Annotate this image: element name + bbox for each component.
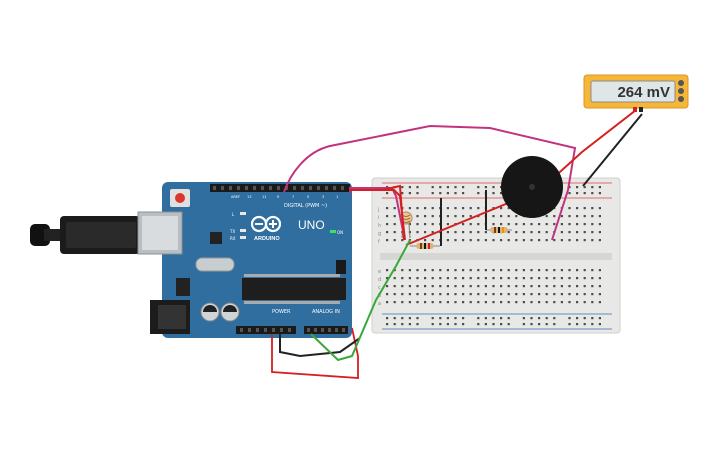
wire-red-multimeter[interactable]	[405, 109, 637, 246]
svg-text:g: g	[378, 231, 381, 237]
multimeter[interactable]: 264 mV	[583, 74, 689, 112]
regulator-chip	[176, 278, 190, 296]
multimeter-screen	[590, 80, 676, 103]
led-on	[330, 230, 336, 233]
led-l	[240, 212, 246, 215]
analog-header[interactable]	[304, 326, 348, 334]
wire-green-analog[interactable]	[310, 239, 411, 362]
resistor-2[interactable]	[486, 227, 512, 233]
svg-text:a: a	[378, 301, 381, 307]
svg-text:L: L	[232, 212, 235, 217]
crystal-oscillator	[195, 257, 235, 272]
analog-label: ANALOG IN	[312, 309, 340, 315]
svg-text:c: c	[378, 285, 381, 291]
digital-label: DIGITAL (PWM ~)	[284, 203, 327, 209]
row-labels: j i h g f e d c b a	[377, 207, 381, 307]
multimeter-probe-negative[interactable]	[639, 107, 643, 112]
power-label: POWER	[272, 309, 291, 315]
icsp-header	[336, 260, 346, 274]
reset-button-cap[interactable]	[175, 193, 185, 203]
svg-text:13: 13	[247, 195, 251, 199]
svg-text:AREF: AREF	[231, 195, 240, 199]
svg-text:1: 1	[336, 195, 338, 199]
svg-text:b: b	[378, 293, 381, 299]
arduino-model-label: UNO	[298, 218, 325, 232]
svg-text:RX: RX	[230, 236, 236, 241]
multimeter-knob-2[interactable]	[678, 88, 684, 94]
multimeter-knob-3[interactable]	[678, 96, 684, 102]
resistor-1[interactable]	[410, 243, 440, 249]
multimeter-knob-1[interactable]	[678, 80, 684, 86]
piezo-buzzer[interactable]	[501, 156, 563, 218]
wire-red-short[interactable]	[349, 184, 406, 241]
svg-text:9: 9	[277, 195, 279, 199]
svg-text:d: d	[378, 277, 381, 283]
svg-text:j: j	[377, 207, 379, 213]
center-channel	[380, 253, 612, 260]
wire-black-ground[interactable]	[279, 113, 643, 358]
breadboard[interactable]: j i h g f e d c b a	[371, 177, 621, 334]
svg-text:ON: ON	[337, 230, 343, 235]
arduino-logo	[250, 215, 282, 233]
svg-text:i: i	[378, 215, 379, 221]
svg-text:TX: TX	[229, 229, 235, 234]
usb-cable[interactable]	[30, 216, 162, 254]
svg-text:7: 7	[292, 195, 294, 199]
wire-magenta-2[interactable]	[349, 187, 405, 237]
arduino-brand-label: ARDUINO	[254, 236, 280, 242]
svg-text:e: e	[378, 269, 381, 275]
multimeter-probe-positive[interactable]	[633, 107, 637, 112]
atmega-chip	[242, 278, 346, 300]
arduino-uno-board[interactable]: DIGITAL (PWM ~) AREF 13 11 9 7 5 3 1 UNO ARDU…	[137, 182, 352, 338]
wire-magenta[interactable]	[283, 124, 577, 241]
led-tx	[240, 229, 246, 232]
svg-text:5: 5	[307, 195, 309, 199]
led-rx	[240, 236, 246, 239]
svg-text:11: 11	[262, 195, 266, 199]
svg-text:3: 3	[322, 195, 324, 199]
multimeter-reading: 264 mV	[617, 84, 670, 101]
svg-text:h: h	[378, 223, 381, 229]
svg-text:f: f	[378, 239, 380, 245]
usb-chip	[210, 232, 222, 244]
